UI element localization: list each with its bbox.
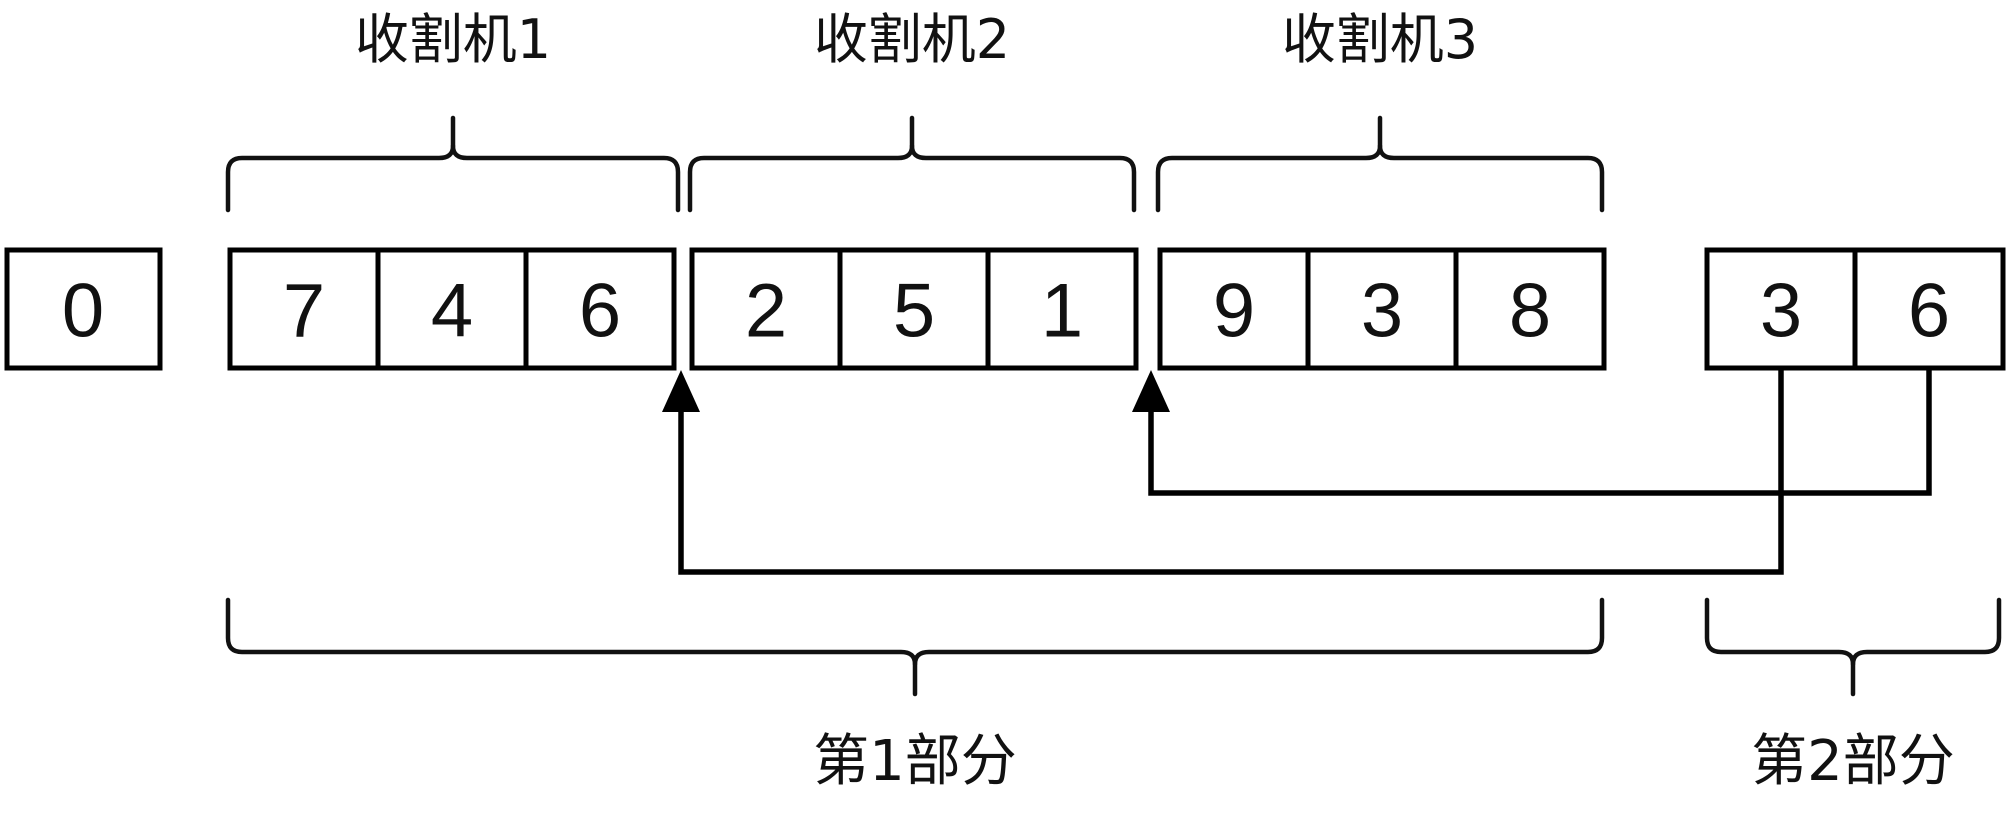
cell-standalone-zero: 0 [4, 247, 163, 371]
cell-group-tail: 3 6 [1704, 247, 2006, 371]
top-brace-harvester-1 [225, 115, 681, 213]
group-label-harvester-1: 收割机1 [355, 8, 551, 71]
cell-value: 6 [1908, 269, 1950, 354]
connector-6-to-group3 [1132, 368, 1932, 496]
top-brace-harvester-2 [687, 115, 1137, 213]
cell-value: 7 [283, 269, 325, 354]
group-label-harvester-3: 收割机3 [1282, 8, 1478, 71]
cell-value: 5 [893, 269, 935, 354]
cell-value: 9 [1213, 269, 1255, 354]
arrow-head-icon [1132, 370, 1170, 412]
part-label-1: 第1部分 [813, 729, 1017, 794]
cell-value: 8 [1509, 269, 1551, 354]
top-brace-harvester-3 [1155, 115, 1605, 213]
cell-value: 3 [1760, 269, 1802, 354]
cell-group-harvester-2: 2 5 1 [689, 247, 1139, 371]
bottom-brace-part-2 [1704, 597, 2002, 697]
arrow-head-icon [662, 370, 700, 412]
bottom-brace-part-1 [225, 597, 1605, 697]
cell-value: 2 [745, 269, 787, 354]
cell-value: 6 [579, 269, 621, 354]
cell-value: 4 [431, 269, 473, 354]
cell-value: 3 [1361, 269, 1403, 354]
group-label-harvester-2: 收割机2 [814, 8, 1010, 71]
cell-group-harvester-3: 9 3 8 [1157, 247, 1607, 371]
part-label-2: 第2部分 [1751, 729, 1955, 794]
connector-3-to-group2 [662, 368, 1784, 575]
cell-value: 1 [1041, 269, 1083, 354]
cell-group-harvester-1: 7 4 6 [227, 247, 677, 371]
cell-value: 0 [62, 269, 104, 354]
